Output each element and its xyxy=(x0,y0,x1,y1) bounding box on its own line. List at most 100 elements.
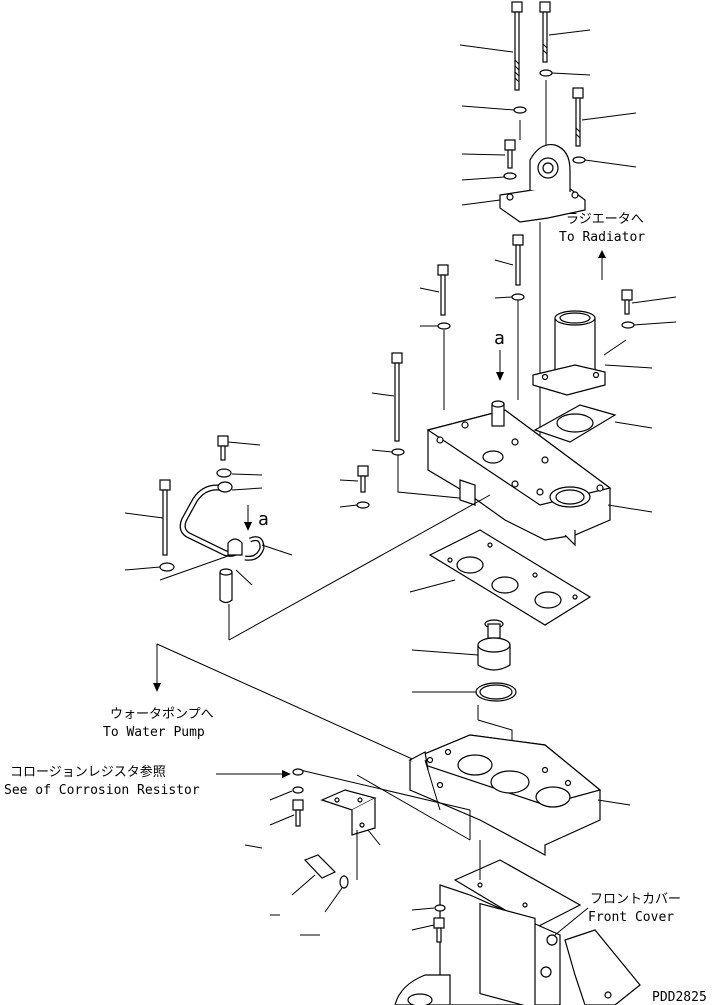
washer xyxy=(437,322,451,330)
washer xyxy=(513,106,527,114)
washer xyxy=(356,501,370,509)
spacer xyxy=(219,568,233,604)
alignment-line xyxy=(397,455,481,501)
bolt xyxy=(437,264,449,316)
leader-line xyxy=(554,907,589,936)
water-pump-label-en: To Water Pump xyxy=(103,725,205,740)
flow-arrow-head xyxy=(153,683,161,692)
leader-line xyxy=(603,339,627,356)
bolt-left xyxy=(217,435,229,461)
leader-line xyxy=(269,814,295,826)
leader-line xyxy=(548,29,591,36)
front-cover xyxy=(394,884,641,1005)
leader-line xyxy=(597,799,631,806)
long-bolt xyxy=(391,352,403,442)
radiator-label-jp: ラジエータへ xyxy=(566,212,644,227)
front-cover-label-jp: フロントカバー xyxy=(590,892,681,907)
bolt xyxy=(621,289,633,315)
washer xyxy=(292,786,304,794)
leader-line xyxy=(371,392,395,397)
leader-line xyxy=(409,579,456,593)
water-pump-label-jp: ウォータポンプへ xyxy=(110,707,214,722)
leader-line xyxy=(631,296,677,304)
drawing-number: PDD2825 xyxy=(652,990,707,1005)
short-bolt xyxy=(357,465,369,493)
bolt-right-mid xyxy=(572,87,584,147)
clamp xyxy=(227,538,243,556)
large-gasket xyxy=(428,529,592,626)
leader-line xyxy=(494,259,514,266)
short-bolt xyxy=(504,139,516,169)
radiator-label-en: To Radiator xyxy=(559,230,645,245)
thermostat xyxy=(477,619,511,671)
alignment-line xyxy=(356,774,471,841)
bolt xyxy=(292,799,304,827)
leader-line xyxy=(231,487,263,491)
top-long-bolt-left xyxy=(511,1,523,91)
flow-arrow-head xyxy=(598,250,606,258)
washer xyxy=(621,321,635,329)
leader-line xyxy=(604,364,653,369)
washer xyxy=(159,562,175,572)
ref-arrow-head xyxy=(282,770,291,778)
leader-line xyxy=(291,874,316,896)
alignment-line xyxy=(299,769,471,811)
corrosion-resistor-label-en: See of Corrosion Resistor xyxy=(4,783,200,798)
leader-line xyxy=(459,44,514,53)
leader-line xyxy=(339,504,358,508)
leader-line xyxy=(494,296,513,299)
water-pipe xyxy=(179,481,265,561)
leader-line xyxy=(411,924,435,931)
leader-line xyxy=(461,199,501,206)
reference-a-upper: a xyxy=(494,328,505,349)
leader-line xyxy=(124,566,161,571)
thermostat-case xyxy=(408,734,602,857)
mounting-bracket xyxy=(320,789,377,836)
leader-line xyxy=(461,176,505,181)
leader-line xyxy=(411,907,435,911)
leader-line xyxy=(614,421,653,429)
bolt xyxy=(512,234,524,286)
leader-line xyxy=(461,153,506,156)
leader-line xyxy=(244,844,263,849)
bracket-bolt xyxy=(303,854,337,879)
leader-line xyxy=(324,887,343,913)
front-cover-label-en: Front Cover xyxy=(588,910,674,925)
washer xyxy=(511,293,525,301)
washer xyxy=(339,875,349,889)
washer xyxy=(572,156,586,164)
leader-line xyxy=(261,544,293,556)
leader-line xyxy=(551,72,591,76)
washer xyxy=(292,768,304,776)
ref-arrow-head xyxy=(244,522,252,531)
leader-line xyxy=(607,504,653,513)
leader-line xyxy=(231,473,263,476)
leader-line xyxy=(159,555,229,581)
washer xyxy=(503,172,517,180)
leader-line xyxy=(419,287,440,293)
corrosion-resistor-label-jp: コロージョンレジスタ参照 xyxy=(10,764,166,780)
leader-line xyxy=(227,441,261,446)
thermostat-housing xyxy=(426,400,612,547)
leader-line xyxy=(633,321,677,326)
leader-line xyxy=(584,159,637,168)
outlet-pipe xyxy=(532,310,606,396)
leader-line xyxy=(461,105,515,111)
washer xyxy=(391,448,405,456)
small-gasket xyxy=(533,404,617,443)
leader-line xyxy=(339,479,359,482)
leader-line xyxy=(367,829,381,846)
leader-line xyxy=(124,512,164,519)
leader-line xyxy=(235,569,253,586)
bolt xyxy=(433,917,445,943)
washer xyxy=(539,69,553,77)
leader-line xyxy=(581,112,637,121)
washer xyxy=(434,904,446,912)
reference-a-lower: a xyxy=(258,509,269,530)
seal-ring xyxy=(475,682,517,702)
upper-bracket xyxy=(499,143,586,223)
alignment-line xyxy=(424,759,441,811)
bolt-long-left xyxy=(159,479,171,556)
